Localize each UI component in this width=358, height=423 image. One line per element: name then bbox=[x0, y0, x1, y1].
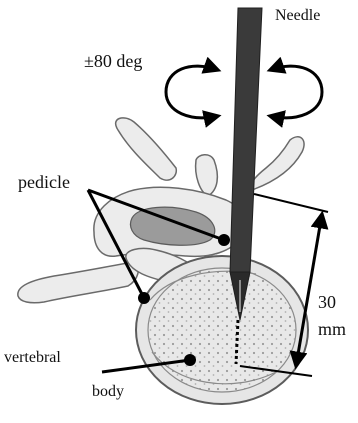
pedicle-dot-right bbox=[218, 234, 230, 246]
depth-value-label: 30 bbox=[318, 293, 336, 311]
depth-unit-label: mm bbox=[318, 320, 346, 338]
rotation-label: ±80 deg bbox=[84, 52, 142, 70]
vertebral-body-shape bbox=[136, 256, 308, 404]
pedicle-label: pedicle bbox=[18, 173, 70, 191]
vertebral-body-dot bbox=[184, 354, 196, 366]
vertebral-body-label-line1: vertebral bbox=[4, 350, 61, 366]
vertebral-body-label-line2: body bbox=[92, 384, 124, 400]
needle-label: Needle bbox=[275, 8, 320, 24]
pedicle-dot-left bbox=[138, 292, 150, 304]
